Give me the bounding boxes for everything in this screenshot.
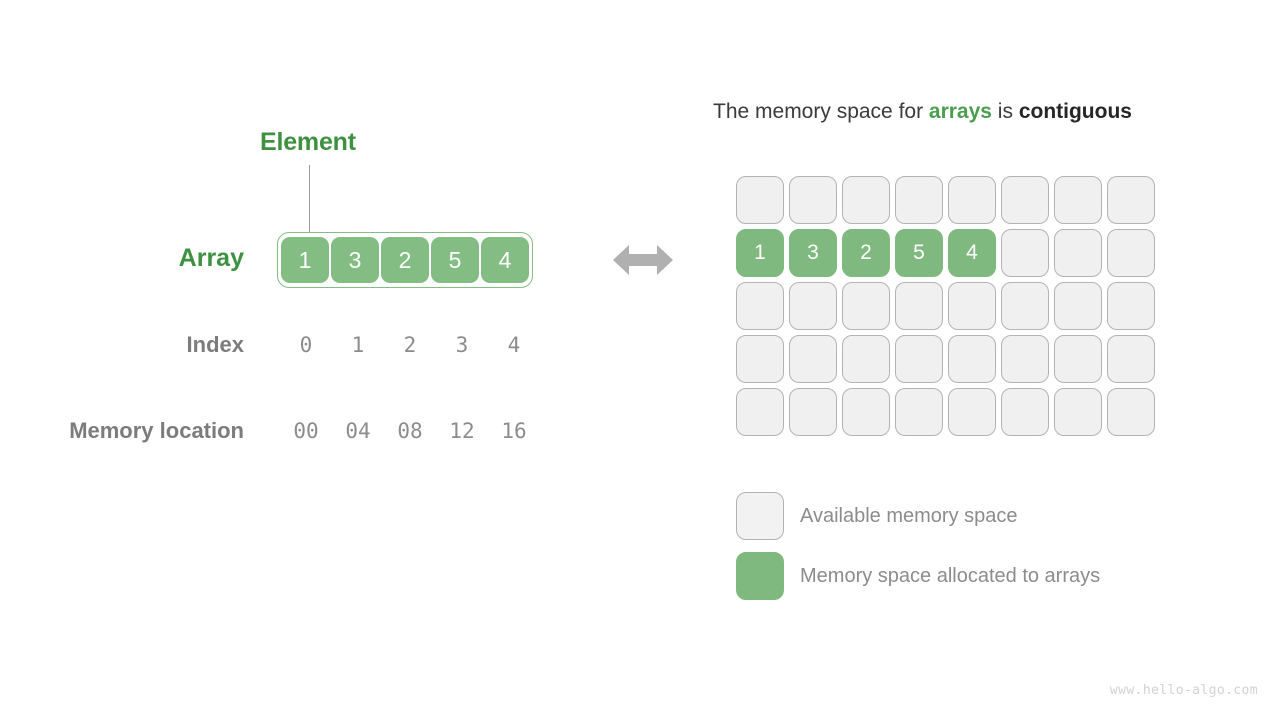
memory-cell-r1-c0: 1 <box>736 229 784 277</box>
element-callout-label: Element <box>260 128 356 156</box>
legend-label-allocated: Memory space allocated to arrays <box>800 564 1101 587</box>
memory-cell-r3-c5 <box>1001 335 1049 383</box>
memory-cell-r4-c4 <box>948 388 996 436</box>
index-value-0: 0 <box>299 333 313 357</box>
memory-cell-r1-c2: 2 <box>842 229 890 277</box>
memory-cell-r0-c2 <box>842 176 890 224</box>
memory-cell-r4-c5 <box>1001 388 1049 436</box>
index-row-label: Index <box>186 332 244 357</box>
memory-cell-r1-c5 <box>1001 229 1049 277</box>
legend-swatch-allocated <box>736 552 784 600</box>
memory-cell-r2-c3 <box>895 282 943 330</box>
memory-cell-r3-c0 <box>736 335 784 383</box>
legend-swatch-available <box>736 492 784 540</box>
memory-cell-r0-c6 <box>1054 176 1102 224</box>
array-element-0: 1 <box>281 237 329 283</box>
array-element-3: 5 <box>431 237 479 283</box>
memory-cell-r3-c3 <box>895 335 943 383</box>
legend-item-available: Available memory space <box>736 492 1100 540</box>
array-element-4: 4 <box>481 237 529 283</box>
memory-cell-r1-c7 <box>1107 229 1155 277</box>
memory-cell-r3-c6 <box>1054 335 1102 383</box>
memory-cell-r3-c1 <box>789 335 837 383</box>
memory-cell-r0-c3 <box>895 176 943 224</box>
memory-cell-r1-c3: 5 <box>895 229 943 277</box>
site-watermark: www.hello-algo.com <box>1109 683 1258 698</box>
memory-cell-r0-c0 <box>736 176 784 224</box>
memory-cell-r0-c4 <box>948 176 996 224</box>
memory-cell-r1-c6 <box>1054 229 1102 277</box>
array-element-2: 2 <box>381 237 429 283</box>
memory-title: The memory space for arrays is contiguou… <box>713 100 1132 124</box>
memory-cell-r4-c2 <box>842 388 890 436</box>
legend-item-allocated: Memory space allocated to arrays <box>736 552 1100 600</box>
index-value-2: 2 <box>403 333 417 357</box>
memory-cell-r4-c0 <box>736 388 784 436</box>
index-value-4: 4 <box>507 333 521 357</box>
memory-cell-r0-c5 <box>1001 176 1049 224</box>
memory-cell-r2-c4 <box>948 282 996 330</box>
memory-location-row-label: Memory location <box>69 418 244 443</box>
row-label-column: Array Index Memory location <box>0 0 274 720</box>
memory-location-value-0: 00 <box>293 419 319 443</box>
array-row-label: Array <box>178 244 244 272</box>
index-value-3: 3 <box>455 333 469 357</box>
memory-cell-r2-c7 <box>1107 282 1155 330</box>
memory-cell-r1-c1: 3 <box>789 229 837 277</box>
memory-location-value-4: 16 <box>501 419 527 443</box>
memory-layout-panel: The memory space for arrays is contiguou… <box>700 0 1280 720</box>
memory-cell-r3-c4 <box>948 335 996 383</box>
memory-location-value-2: 08 <box>397 419 423 443</box>
double-headed-arrow-icon <box>613 245 673 275</box>
memory-cell-r3-c7 <box>1107 335 1155 383</box>
memory-title-contiguous-highlight: contiguous <box>1018 100 1132 123</box>
memory-cell-r2-c0 <box>736 282 784 330</box>
memory-cell-r2-c2 <box>842 282 890 330</box>
memory-cell-r0-c7 <box>1107 176 1155 224</box>
memory-cell-r2-c6 <box>1054 282 1102 330</box>
memory-cell-r4-c1 <box>789 388 837 436</box>
memory-location-value-row: 00 04 08 12 16 <box>281 419 539 443</box>
legend-label-available: Available memory space <box>800 504 1018 527</box>
memory-cell-r3-c2 <box>842 335 890 383</box>
memory-cell-r2-c1 <box>789 282 837 330</box>
element-connector-line <box>309 165 310 237</box>
memory-cell-r4-c6 <box>1054 388 1102 436</box>
memory-title-arrays-highlight: arrays <box>928 100 992 123</box>
memory-cell-r0-c1 <box>789 176 837 224</box>
index-value-1: 1 <box>351 333 365 357</box>
memory-location-value-3: 12 <box>449 419 475 443</box>
memory-title-part1: The memory space for <box>713 100 929 123</box>
memory-location-value-1: 04 <box>345 419 371 443</box>
array-element-1: 3 <box>331 237 379 283</box>
memory-cell-r2-c5 <box>1001 282 1049 330</box>
memory-cell-r1-c4: 4 <box>948 229 996 277</box>
memory-cell-r4-c7 <box>1107 388 1155 436</box>
index-value-row: 0 1 2 3 4 <box>281 333 539 357</box>
memory-cell-r4-c3 <box>895 388 943 436</box>
memory-title-part2: is <box>991 100 1019 123</box>
